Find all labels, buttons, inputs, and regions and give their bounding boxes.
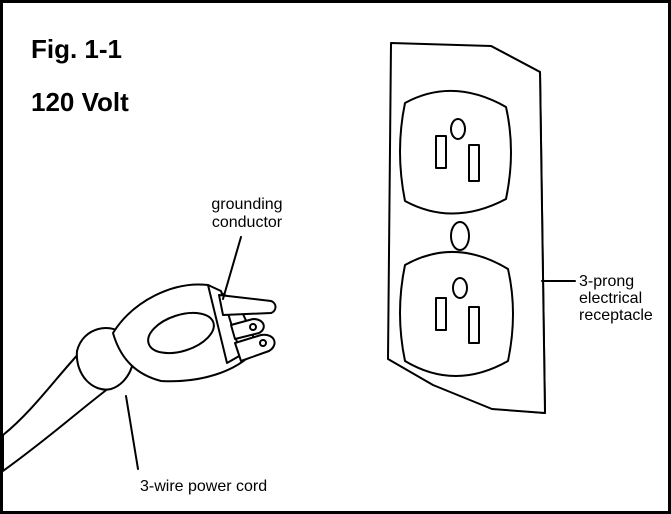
center-screw: [450, 221, 470, 251]
receptacle-label-line1: 3-prong: [579, 273, 634, 290]
diagram-drawing: grounding conductor 3-prong electrical r…: [3, 42, 653, 495]
blade-hole-upper: [249, 323, 257, 331]
lower-slot-right: [468, 306, 480, 344]
lower-slot-left: [435, 297, 447, 331]
power-cord-label: 3-wire power cord: [140, 478, 267, 495]
upper-ground-hole: [450, 118, 466, 140]
grounding-prong: [218, 294, 277, 316]
figure-title: Fig. 1-1: [31, 34, 123, 64]
grounding-label-line2: conductor: [212, 214, 283, 231]
three-wire-plug: [3, 283, 277, 472]
grounding-conductor-label: grounding conductor: [211, 196, 282, 231]
plug-grip: [147, 311, 215, 355]
lower-outlet: [399, 250, 514, 377]
upper-slot-right: [468, 144, 480, 182]
lower-ground-hole: [452, 277, 468, 299]
grounding-leader-line: [222, 236, 242, 300]
grounding-label-line1: grounding: [211, 196, 282, 213]
figure-subtitle: 120 Volt: [31, 87, 129, 117]
receptacle-label: 3-prong electrical receptacle: [579, 273, 653, 324]
blade-hole-lower: [259, 339, 267, 347]
upper-slot-left: [435, 135, 447, 169]
upper-outlet: [399, 89, 512, 215]
cord-leader-line: [125, 395, 139, 470]
electrical-receptacle: [387, 42, 546, 414]
receptacle-label-line3: receptacle: [579, 307, 653, 324]
receptacle-label-line2: electrical: [579, 290, 642, 307]
